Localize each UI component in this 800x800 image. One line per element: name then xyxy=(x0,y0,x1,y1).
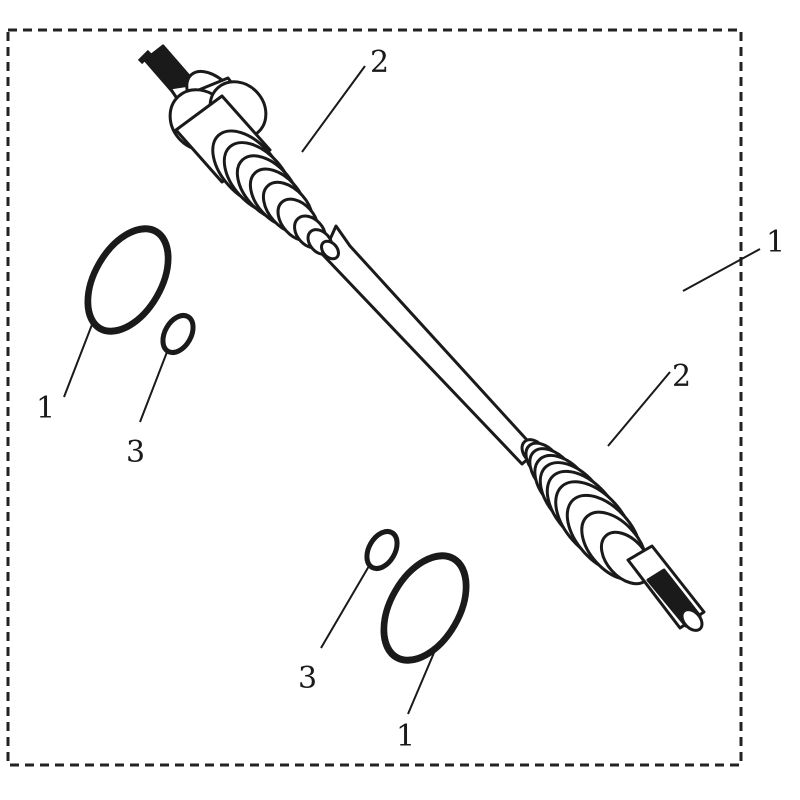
dashed-frame xyxy=(6,28,743,767)
leader-1-bottom xyxy=(407,647,437,715)
drive-shaft-assembly xyxy=(137,44,706,632)
leader-2-bottom xyxy=(607,371,671,447)
callout-1-bottom: 1 xyxy=(396,719,415,754)
callout-3-bottom: 3 xyxy=(298,661,317,696)
leader-1-right xyxy=(682,248,761,292)
leader-3-bottom xyxy=(320,565,370,649)
callout-3-left: 3 xyxy=(126,435,145,470)
small-ring-lower-right xyxy=(364,529,400,571)
leader-2-top xyxy=(301,65,366,153)
leader-1-left xyxy=(63,321,94,398)
callout-1-right: 1 xyxy=(766,225,785,260)
small-ring-upper-left xyxy=(160,313,196,355)
clamp-upper-left xyxy=(84,225,172,335)
callout-labels: 1 2 2 1 3 3 1 xyxy=(36,45,785,754)
callout-2-bottom: 2 xyxy=(672,359,691,394)
leader-lines xyxy=(63,65,761,715)
center-shaft xyxy=(321,224,539,466)
callout-1-left: 1 xyxy=(36,391,55,426)
callout-2-top: 2 xyxy=(370,45,389,80)
clamp-lower-right xyxy=(380,552,470,664)
lower-spline-stub xyxy=(626,544,706,632)
leader-3-left xyxy=(139,351,168,423)
upper-boot-bellows xyxy=(211,129,340,261)
